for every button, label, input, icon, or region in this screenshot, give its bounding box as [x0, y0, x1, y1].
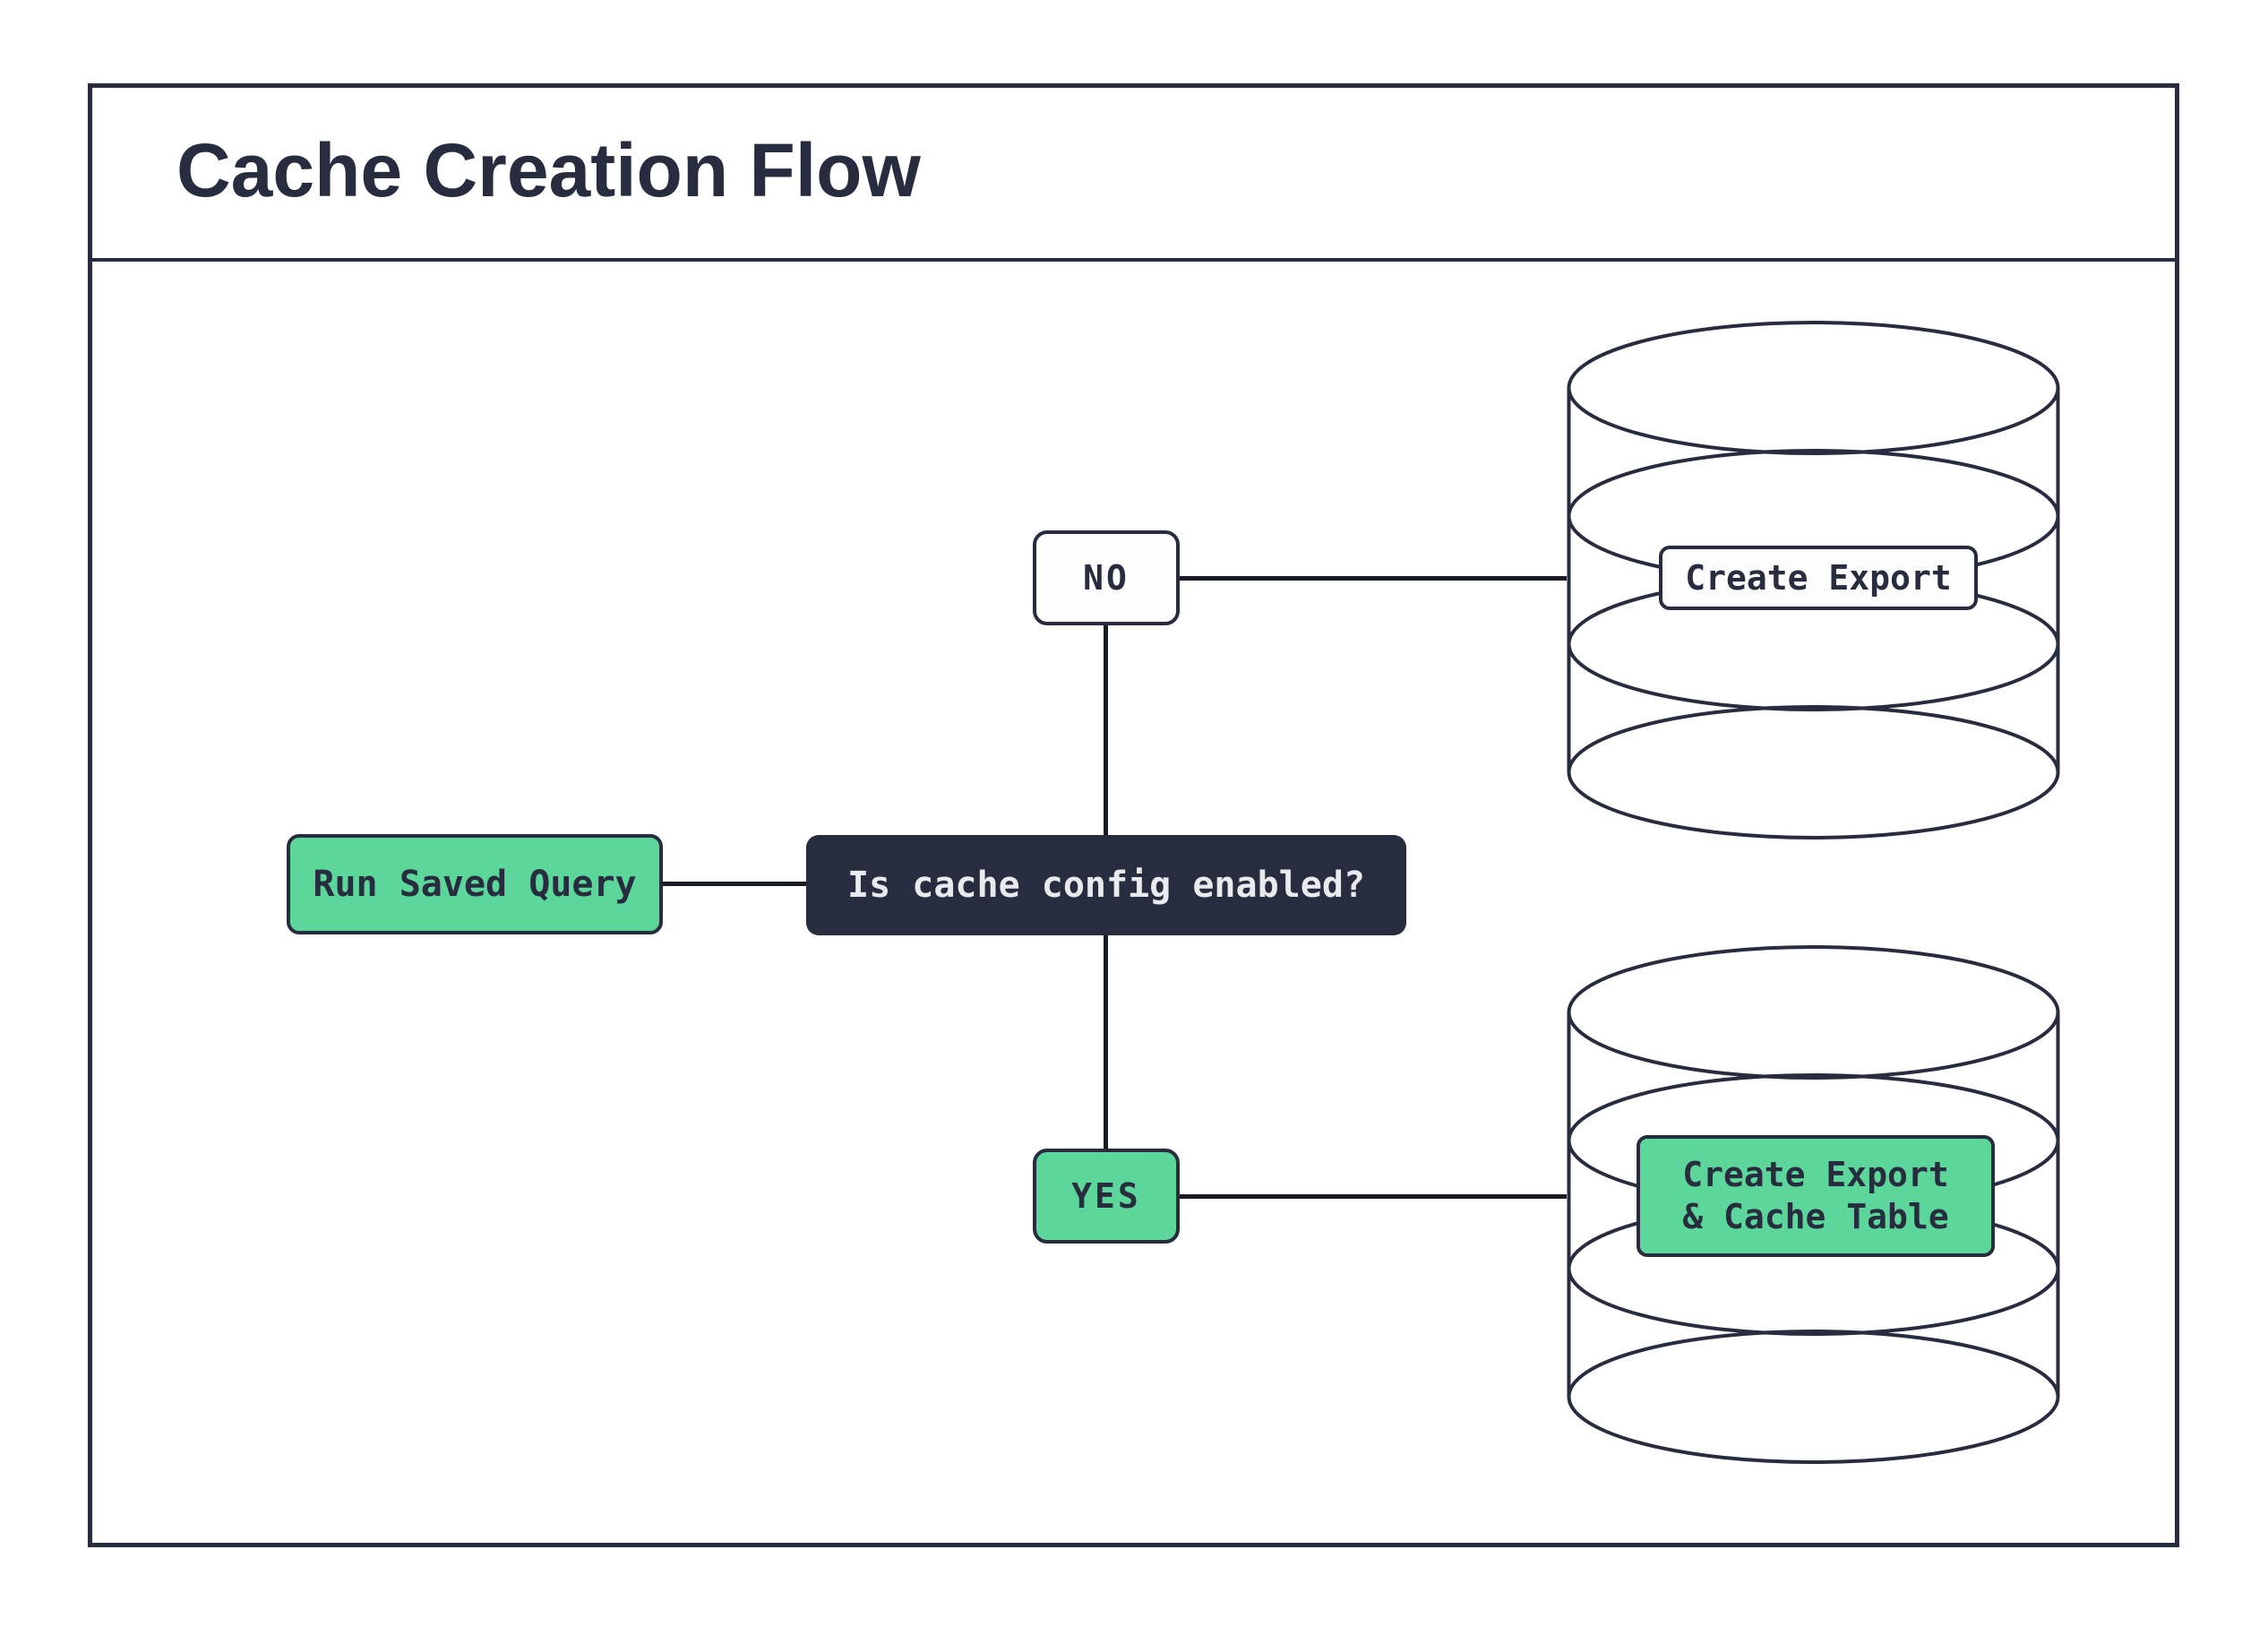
connector-yes-to-database	[1180, 1194, 1567, 1199]
node-create-export: Create Export	[1659, 546, 1978, 610]
connector-no-to-decision	[1104, 625, 1108, 835]
node-branch-no: NO	[1033, 530, 1180, 625]
node-decision-cache-config: Is cache config enabled?	[806, 835, 1406, 935]
connector-run-to-decision	[663, 882, 806, 886]
connector-no-to-database	[1180, 576, 1567, 581]
diagram-frame	[88, 83, 2179, 1547]
title-band: Cache Creation Flow	[88, 83, 2179, 262]
node-branch-yes: YES	[1033, 1149, 1180, 1244]
node-create-export-cache-table: Create Export & Cache Table	[1637, 1135, 1995, 1257]
node-run-saved-query: Run Saved Query	[287, 834, 663, 934]
page-title: Cache Creation Flow	[176, 128, 921, 212]
connector-decision-to-yes	[1104, 935, 1108, 1149]
